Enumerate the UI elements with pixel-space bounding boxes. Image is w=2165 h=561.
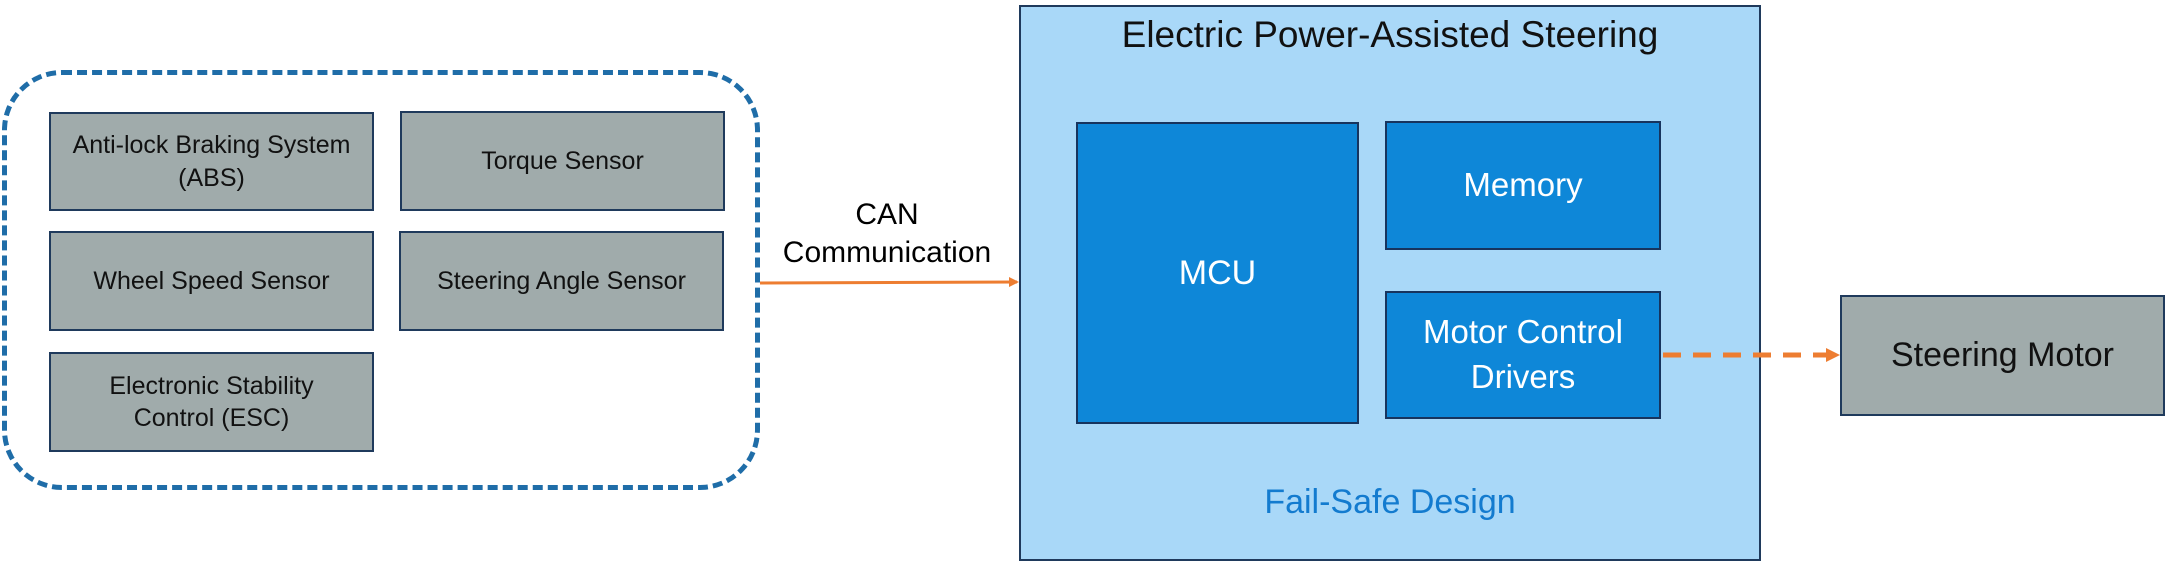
- esc-sensor-box: Electronic Stability Control (ESC): [49, 352, 374, 452]
- abs-sensor-box: Anti-lock Braking System (ABS): [49, 112, 374, 211]
- motor-control-drivers-block: Motor Control Drivers: [1385, 291, 1661, 419]
- can-arrow: [759, 277, 1019, 288]
- sensor-group-frame: [2, 70, 760, 490]
- memory-block: Memory: [1385, 121, 1661, 250]
- mcu-block: MCU: [1076, 122, 1359, 424]
- steering-motor-box: Steering Motor: [1840, 295, 2165, 416]
- fail-safe-label: Fail-Safe Design: [1264, 483, 1516, 521]
- steering-angle-sensor-box: Steering Angle Sensor: [399, 231, 724, 331]
- torque-sensor-box: Torque Sensor: [400, 111, 725, 211]
- wheel-speed-sensor-box: Wheel Speed Sensor: [49, 231, 374, 331]
- eps-title: Electric Power-Assisted Steering: [1121, 14, 1659, 55]
- can-communication-label: CAN Communication: [782, 198, 992, 269]
